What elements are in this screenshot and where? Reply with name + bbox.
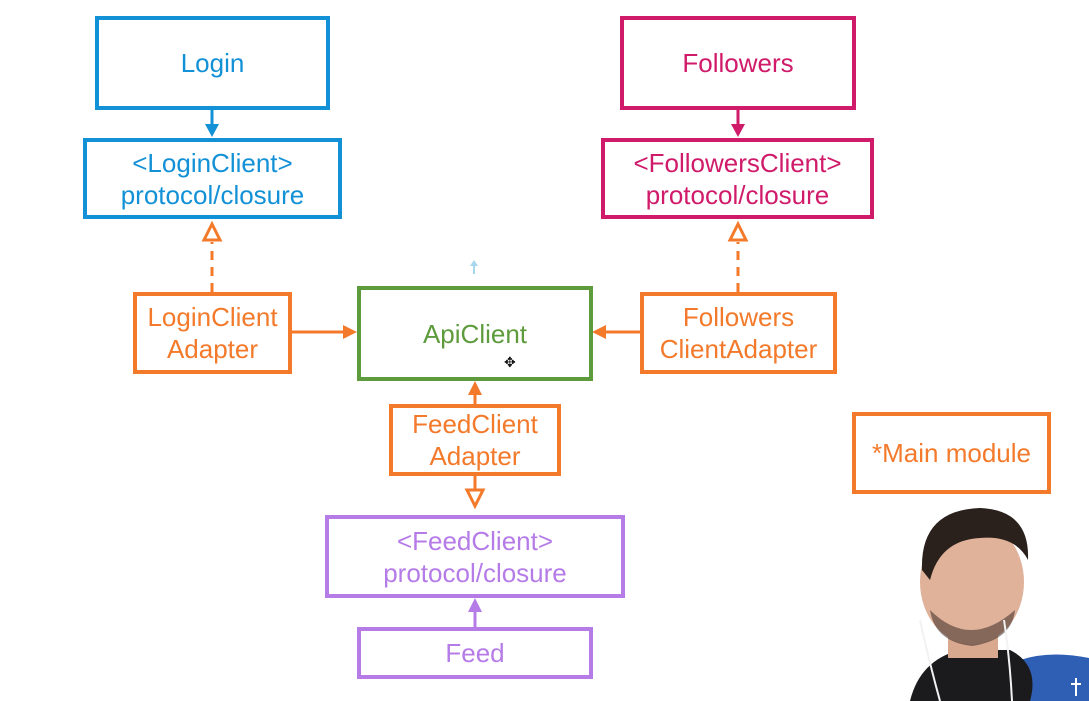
login-client-adapter-box[interactable]: LoginClient Adapter — [133, 292, 292, 374]
followers-box[interactable]: Followers — [620, 16, 856, 110]
arrowhead-feed-to-feedclient — [468, 598, 482, 612]
arrowhead-feedadapter-to-feedclient — [464, 488, 486, 510]
login-client-box[interactable]: <LoginClient> protocol/closure — [83, 138, 342, 219]
arrowhead-login-to-loginclient — [205, 124, 219, 137]
feed-client-adapter-line2: Adapter — [429, 441, 521, 471]
login-client-adapter-line2: Adapter — [166, 334, 259, 364]
drag-guide-arrowhead — [470, 260, 478, 266]
login-client-adapter-line1: LoginClient — [147, 302, 278, 332]
feed-box[interactable]: Feed — [357, 627, 593, 679]
followers-client-adapter-line1: Followers — [682, 302, 795, 332]
login-client-kind: protocol/closure — [120, 179, 305, 210]
followers-client-adapter-line2: ClientAdapter — [659, 334, 818, 364]
arrowhead-loginadapter-to-apiclient — [343, 325, 357, 339]
followers-client-protocol: <FollowersClient> — [633, 147, 842, 178]
followers-label: Followers — [682, 48, 794, 78]
arrowhead-followers-to-followersclient — [731, 124, 745, 137]
arrowhead-feedadapter-to-apiclient — [468, 381, 482, 395]
login-client-protocol: <LoginClient> — [132, 147, 293, 178]
followers-client-kind: protocol/closure — [645, 179, 830, 210]
arrowhead-followersadapter-to-followersclient — [727, 220, 749, 242]
feed-client-box[interactable]: <FeedClient> protocol/closure — [325, 515, 625, 598]
presenter-webcam-icon — [900, 500, 1089, 701]
feed-client-kind: protocol/closure — [383, 557, 567, 588]
followers-client-box[interactable]: <FollowersClient> protocol/closure — [601, 138, 874, 219]
login-label: Login — [180, 48, 245, 78]
feed-client-adapter-box[interactable]: FeedClient Adapter — [389, 404, 561, 476]
move-cursor-icon: ✥ — [504, 354, 516, 370]
login-box[interactable]: Login — [95, 16, 330, 110]
arrowhead-followersadapter-to-apiclient — [592, 325, 606, 339]
feed-label: Feed — [445, 638, 505, 668]
arrowhead-loginadapter-to-loginclient — [201, 220, 223, 242]
main-module-box[interactable]: *Main module — [852, 412, 1051, 494]
feed-client-protocol: <FeedClient> — [396, 525, 554, 556]
api-client-label: ApiClient — [422, 318, 528, 349]
api-client-box[interactable]: ApiClient — [357, 286, 593, 381]
feed-client-adapter-line1: FeedClient — [412, 409, 538, 439]
followers-client-adapter-box[interactable]: Followers ClientAdapter — [640, 292, 837, 374]
main-module-label: *Main module — [872, 438, 1031, 468]
